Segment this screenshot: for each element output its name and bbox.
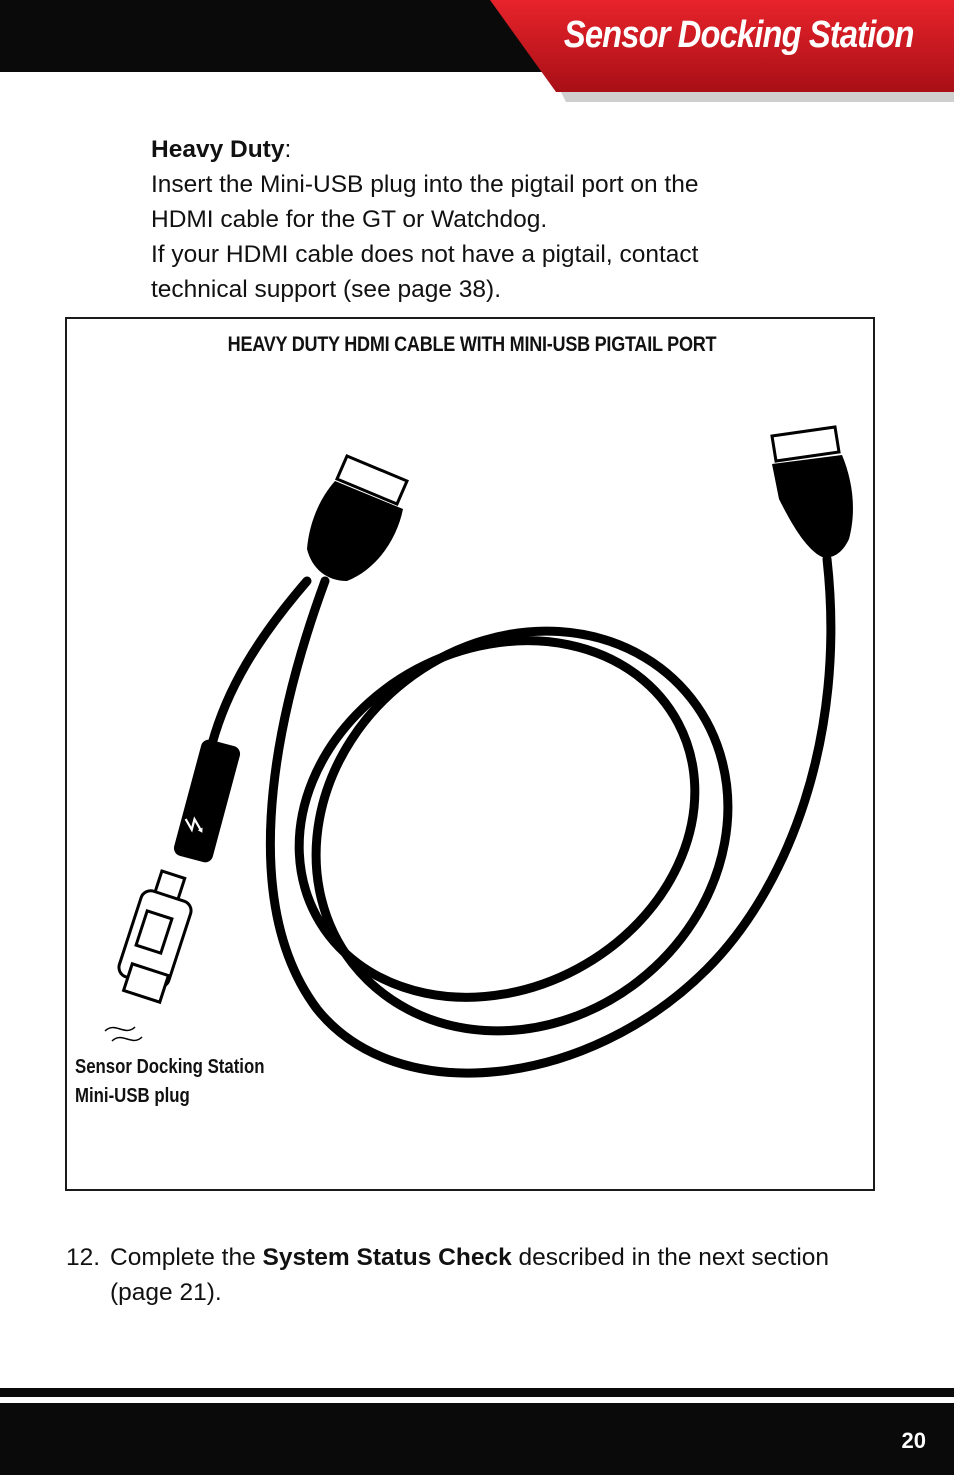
plug-label: Sensor Docking Station Mini-USB plug — [75, 1053, 264, 1111]
figure-caption: HEAVY DUTY HDMI CABLE WITH MINI-USB PIGT… — [227, 333, 717, 356]
left-hdmi-connector — [307, 454, 409, 581]
instruction-line: HDMI cable for the GT or Watchdog. — [151, 206, 548, 233]
footer-divider — [0, 1388, 954, 1397]
mini-usb-plug — [117, 869, 193, 1005]
plug-label-line: Sensor Docking Station — [75, 1056, 265, 1078]
header-tab — [490, 0, 954, 102]
right-hdmi-connector — [770, 425, 853, 558]
plug-label-line: Mini-USB plug — [75, 1085, 190, 1107]
status-check-link-text: System Status Check — [262, 1244, 512, 1271]
step-text: Complete the System Status Check describ… — [110, 1240, 870, 1310]
step-12: 12. Complete the System Status Check des… — [66, 1240, 876, 1310]
footer-bar — [0, 1403, 954, 1475]
instruction-line: technical support (see page 38). — [151, 276, 502, 303]
pigtail-port: ⭍ — [173, 739, 241, 863]
hdmi-cable-illustration: ⭍ — [104, 425, 853, 1078]
step-text-after: described in the next section (page 21). — [110, 1244, 830, 1306]
instruction-heading: Heavy Duty — [151, 136, 285, 163]
heading-colon: : — [284, 136, 292, 163]
page-title: Sensor Docking Station — [564, 14, 915, 56]
page-number: 20 — [901, 1428, 926, 1453]
step-number: 12. — [66, 1244, 101, 1271]
instruction-block: Heavy Duty: Insert the Mini-USB plug int… — [151, 132, 871, 307]
instruction-line: Insert the Mini-USB plug into the pigtai… — [151, 171, 699, 198]
cable-figure: ⭍ HEAVY DUTY HDMI CABLE WITH MINI-USB PI… — [65, 317, 875, 1191]
instruction-line: If your HDMI cable does not have a pigta… — [151, 241, 699, 268]
step-text-before: Complete the — [110, 1244, 263, 1271]
